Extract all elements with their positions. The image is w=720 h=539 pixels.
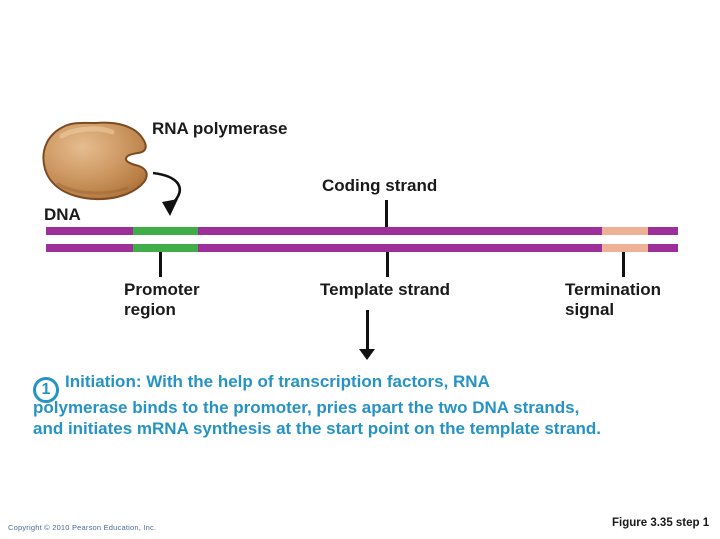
step-line1-text: Initiation: With the help of transcripti…	[65, 372, 490, 391]
termination-signal-pointer-line	[622, 252, 625, 277]
step-description-line3: and initiates mRNA synthesis at the star…	[33, 418, 602, 438]
rna-polymerase-shadow	[56, 182, 129, 195]
step-description-line1: 1 Initiation: With the help of transcript…	[33, 372, 601, 404]
termination-signal-label-line1: Termination	[565, 280, 662, 299]
copyright-notice: Copyright © 2010 Pearson Education, Inc.	[8, 523, 157, 532]
promoter-region-label-line2: region	[124, 300, 176, 319]
rna-polymerase-body	[42, 121, 148, 201]
promoter-region-label: Promoter region	[124, 280, 200, 320]
figure-caption: Figure 3.35 step 1	[612, 517, 710, 529]
promoter-region-segment-bottom	[133, 244, 198, 252]
rna-polymerase-highlight	[59, 126, 115, 139]
rna-polymerase-label: RNA polymerase	[152, 119, 288, 138]
dna-top-strand	[46, 227, 678, 235]
dna-bottom-strand	[46, 244, 678, 252]
step-description-line2: polymerase binds to the promoter, pries …	[33, 398, 580, 418]
termination-signal-segment-bottom	[602, 244, 648, 252]
template-strand-pointer-line	[386, 252, 389, 277]
down-arrowhead-icon	[359, 349, 375, 360]
promoter-region-segment-top	[133, 227, 198, 235]
dna-label: DNA	[44, 205, 81, 224]
termination-signal-label-line2: signal	[565, 300, 615, 319]
step-number-badge: 1	[33, 377, 59, 404]
promoter-region-pointer-line	[159, 252, 162, 277]
template-strand-label: Template strand	[320, 280, 451, 299]
rna-polymerase-illustration	[42, 121, 181, 216]
coding-strand-label: Coding strand	[322, 176, 438, 195]
termination-signal-label: Termination signal	[565, 280, 661, 320]
termination-signal-segment-top	[602, 227, 648, 235]
binding-arrow-icon	[152, 171, 181, 205]
binding-arrowhead	[162, 199, 178, 216]
step-description: 1 Initiation: With the help of transcript…	[33, 372, 601, 439]
coding-strand-pointer-line	[385, 200, 388, 227]
promoter-region-label-line1: Promoter	[124, 280, 200, 299]
down-arrow-icon	[366, 310, 369, 351]
